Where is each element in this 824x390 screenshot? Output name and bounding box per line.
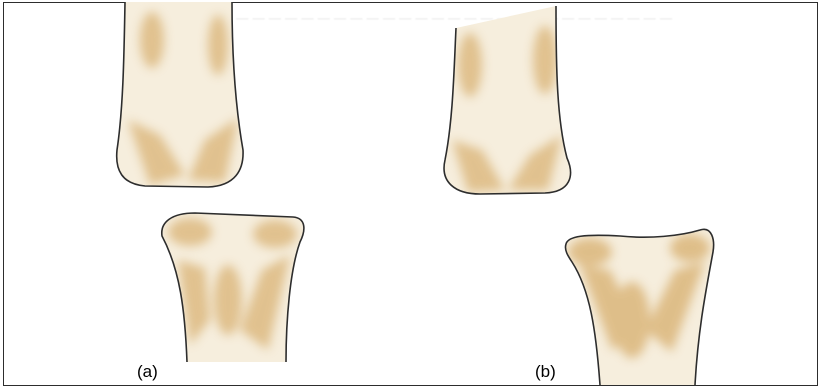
bone-b-upper bbox=[444, 6, 570, 194]
bone-b-lower bbox=[565, 229, 713, 385]
panel-label-a: (a) bbox=[137, 362, 158, 382]
panel-label-b: (b) bbox=[535, 362, 556, 382]
bone-a-lower bbox=[162, 213, 304, 362]
bone-a-upper bbox=[117, 2, 243, 187]
